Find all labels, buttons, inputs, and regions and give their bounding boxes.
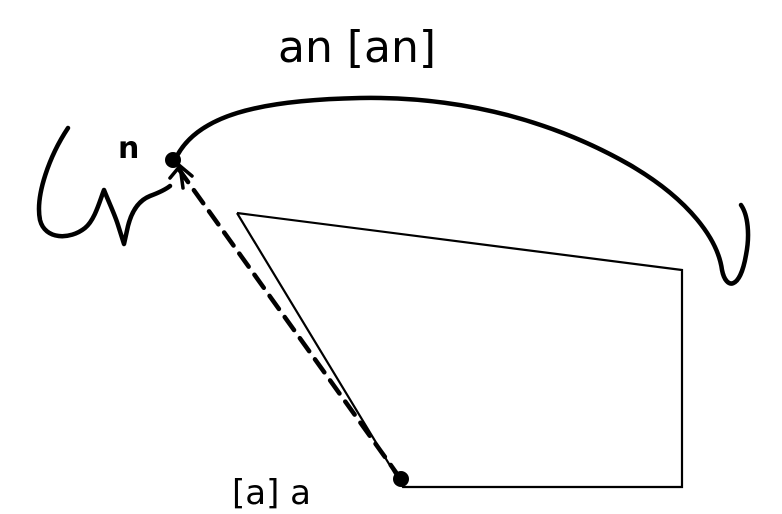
start-label-a: [a] a (232, 473, 311, 513)
transition-dashed-line (175, 165, 403, 481)
nasal-squiggle (36, 125, 173, 247)
top-arc-curve (172, 95, 751, 286)
end-point-dot (165, 152, 181, 168)
vowel-trapezoid (236, 211, 684, 489)
arrow-head-icon (168, 163, 194, 190)
start-point-dot (393, 471, 409, 487)
end-label-n: n (118, 131, 139, 166)
diagram-title: an [an] (278, 22, 436, 73)
